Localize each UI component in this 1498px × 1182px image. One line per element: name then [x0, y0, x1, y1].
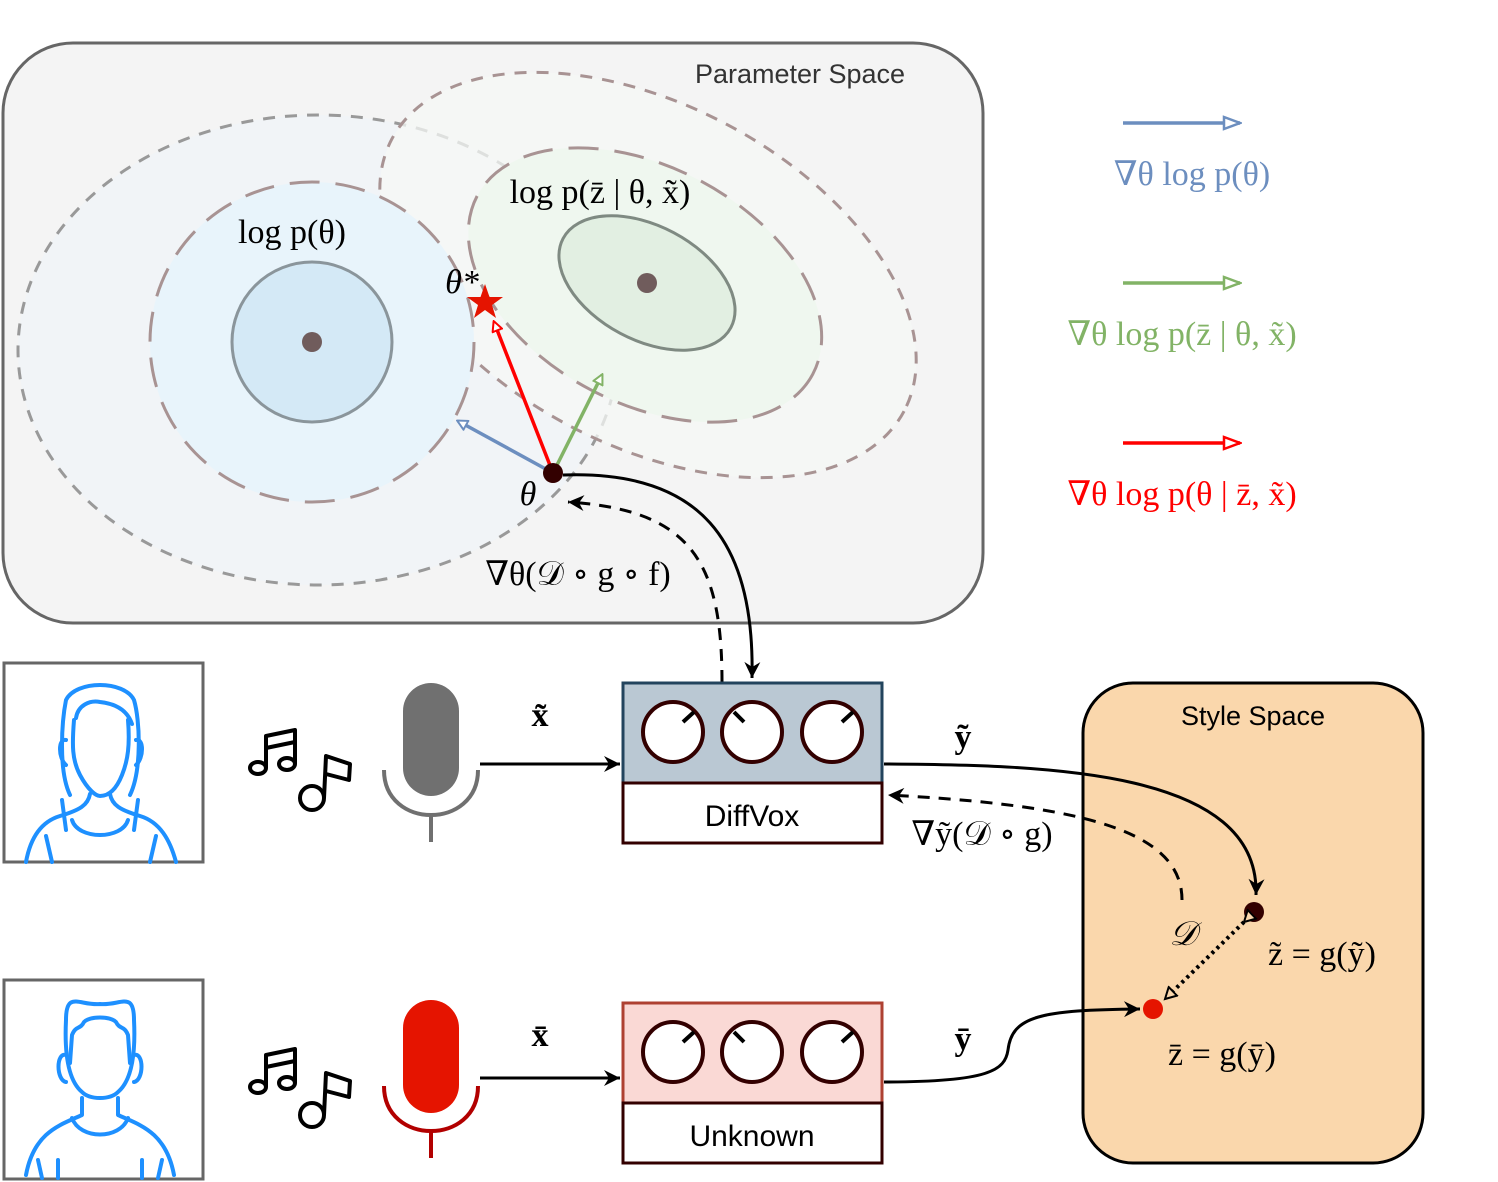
legend-posterior-label: ∇θ log p(θ | z̄, x̃)	[1067, 476, 1296, 513]
optimum-star-icon	[467, 284, 503, 318]
diffvox-to-theta-gradient-arrow	[567, 495, 724, 683]
knob-icon[interactable]	[641, 1020, 705, 1084]
legend-likelihood-label: ∇θ log p(z̄ | θ, x̃)	[1067, 316, 1296, 353]
current-theta-label: θ	[520, 476, 537, 513]
knob-icon[interactable]	[800, 1020, 864, 1084]
current-theta-dot[interactable]	[543, 463, 563, 483]
parameter-space-panel: Parameter Space log p(θ) log p(z̄ | θ, x…	[1, 41, 985, 625]
source-singer-row	[2, 661, 480, 864]
prior-label: log p(θ)	[238, 214, 346, 251]
red-microphone-icon	[382, 1000, 480, 1158]
knob-icon[interactable]	[641, 700, 705, 764]
style-to-diffvox-gradient-arrow	[887, 787, 1184, 901]
optimum-label: θ*	[445, 264, 479, 301]
unknown-label-box	[621, 1101, 884, 1165]
style-distance-arrow	[1165, 922, 1244, 999]
likelihood-gradient-arrow	[551, 375, 604, 474]
male-singer-icon	[24, 999, 176, 1180]
z-tilde-label: z̃ = g(ỹ)	[1268, 936, 1376, 973]
y-tilde-arrow	[883, 762, 1265, 896]
param-backprop-label: ∇θ(𝒟 ∘ g ∘ f)	[485, 556, 670, 593]
y-bar-label: ȳ	[955, 1021, 972, 1058]
legend-prior-label: ∇θ log p(θ)	[1114, 156, 1270, 193]
knob-icon[interactable]	[720, 700, 784, 764]
x-tilde-label: x̃	[532, 697, 549, 734]
unknown-label: Unknown	[689, 1120, 814, 1153]
prior-mode-dot	[302, 332, 322, 352]
diffvox-label: DiffVox	[705, 800, 800, 833]
z-tilde-point[interactable]	[1244, 902, 1264, 922]
y-bar-arrow	[883, 1001, 1141, 1084]
style-space-panel: Style Space	[1081, 681, 1425, 1165]
likelihood-label: log p(z̄ | θ, x̃)	[510, 174, 691, 211]
diffvox-processor[interactable]: DiffVox	[621, 681, 884, 845]
theta-to-diffvox-arrow	[562, 473, 761, 679]
likelihood-mode-dot	[637, 273, 657, 293]
y-tilde-label: ỹ	[955, 719, 972, 756]
legend: ∇θ log p(θ) ∇θ log p(z̄ | θ, x̃) ∇θ log …	[1067, 123, 1297, 513]
music-notes-icon	[248, 1047, 352, 1129]
female-singer-frame	[2, 661, 205, 864]
parameter-space-title: Parameter Space	[695, 59, 905, 89]
grey-microphone-icon	[382, 683, 480, 842]
unknown-processor[interactable]: Unknown	[621, 1001, 884, 1165]
posterior-gradient-arrow	[494, 322, 555, 474]
music-notes-icon	[248, 728, 352, 812]
style-space-title: Style Space	[1181, 701, 1325, 731]
prior-gradient-arrow	[458, 421, 554, 475]
style-backprop-label: ∇ỹ(𝒟 ∘ g)	[911, 816, 1052, 853]
z-bar-label: z̄ = g(ȳ)	[1168, 1036, 1276, 1073]
knob-icon[interactable]	[720, 1020, 784, 1084]
female-singer-icon	[24, 683, 178, 864]
z-bar-point[interactable]	[1143, 999, 1163, 1019]
reference-singer-row	[2, 978, 480, 1181]
diffvox-label-box	[621, 781, 884, 845]
style-space-box	[1081, 681, 1425, 1165]
knob-icon[interactable]	[800, 700, 864, 764]
x-bar-label: x̄	[532, 1017, 549, 1054]
